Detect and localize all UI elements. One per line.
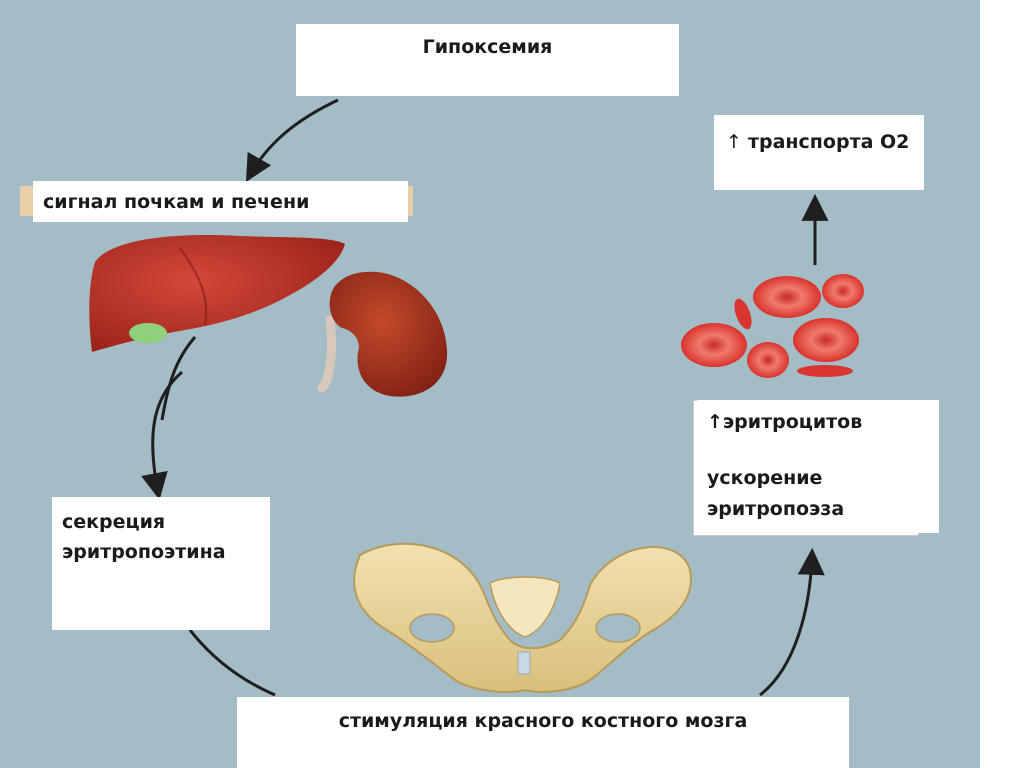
signal-box: сигнал почкам и печени [33,181,408,222]
arrow-secretion-to-stimulation [188,629,276,697]
transport-box: ↑ транспорта O2 [714,115,924,190]
secretion-box: секреция эритропоэтина [52,497,270,630]
erythrocytes-label: ↑эритроцитов [707,411,863,433]
hypoxemia-box: Гипоксемия [296,24,679,96]
arrow-liver-down-left [160,336,197,421]
up-arrow-icon: ↑ [726,131,742,153]
acceleration-label: ускорение эритропоэза [707,467,845,520]
hypoxemia-label: Гипоксемия [422,36,553,58]
arrow-organs-to-secretion [141,370,183,500]
pelvis-illustration [353,542,692,693]
stimulation-label: стимуляция красного костного мозга [338,710,748,732]
stimulation-box: стимуляция красного костного мозга [237,697,849,768]
erythrocytes-box: ↑эритроцитов ускорение эритропоэза [697,400,939,533]
signal-label: сигнал почкам и печени [43,191,310,213]
red-blood-cells-illustration [681,274,864,378]
arrow-stimulation-to-erythrocytes [759,547,825,697]
kidney-illustration [317,271,448,397]
transport-label: транспорта O2 [747,131,910,153]
gallbladder [129,323,167,343]
arrow-hypoxemia-to-signal [245,98,339,183]
liver-illustration [89,235,345,352]
secretion-label: секреция эритропоэтина [62,511,226,564]
